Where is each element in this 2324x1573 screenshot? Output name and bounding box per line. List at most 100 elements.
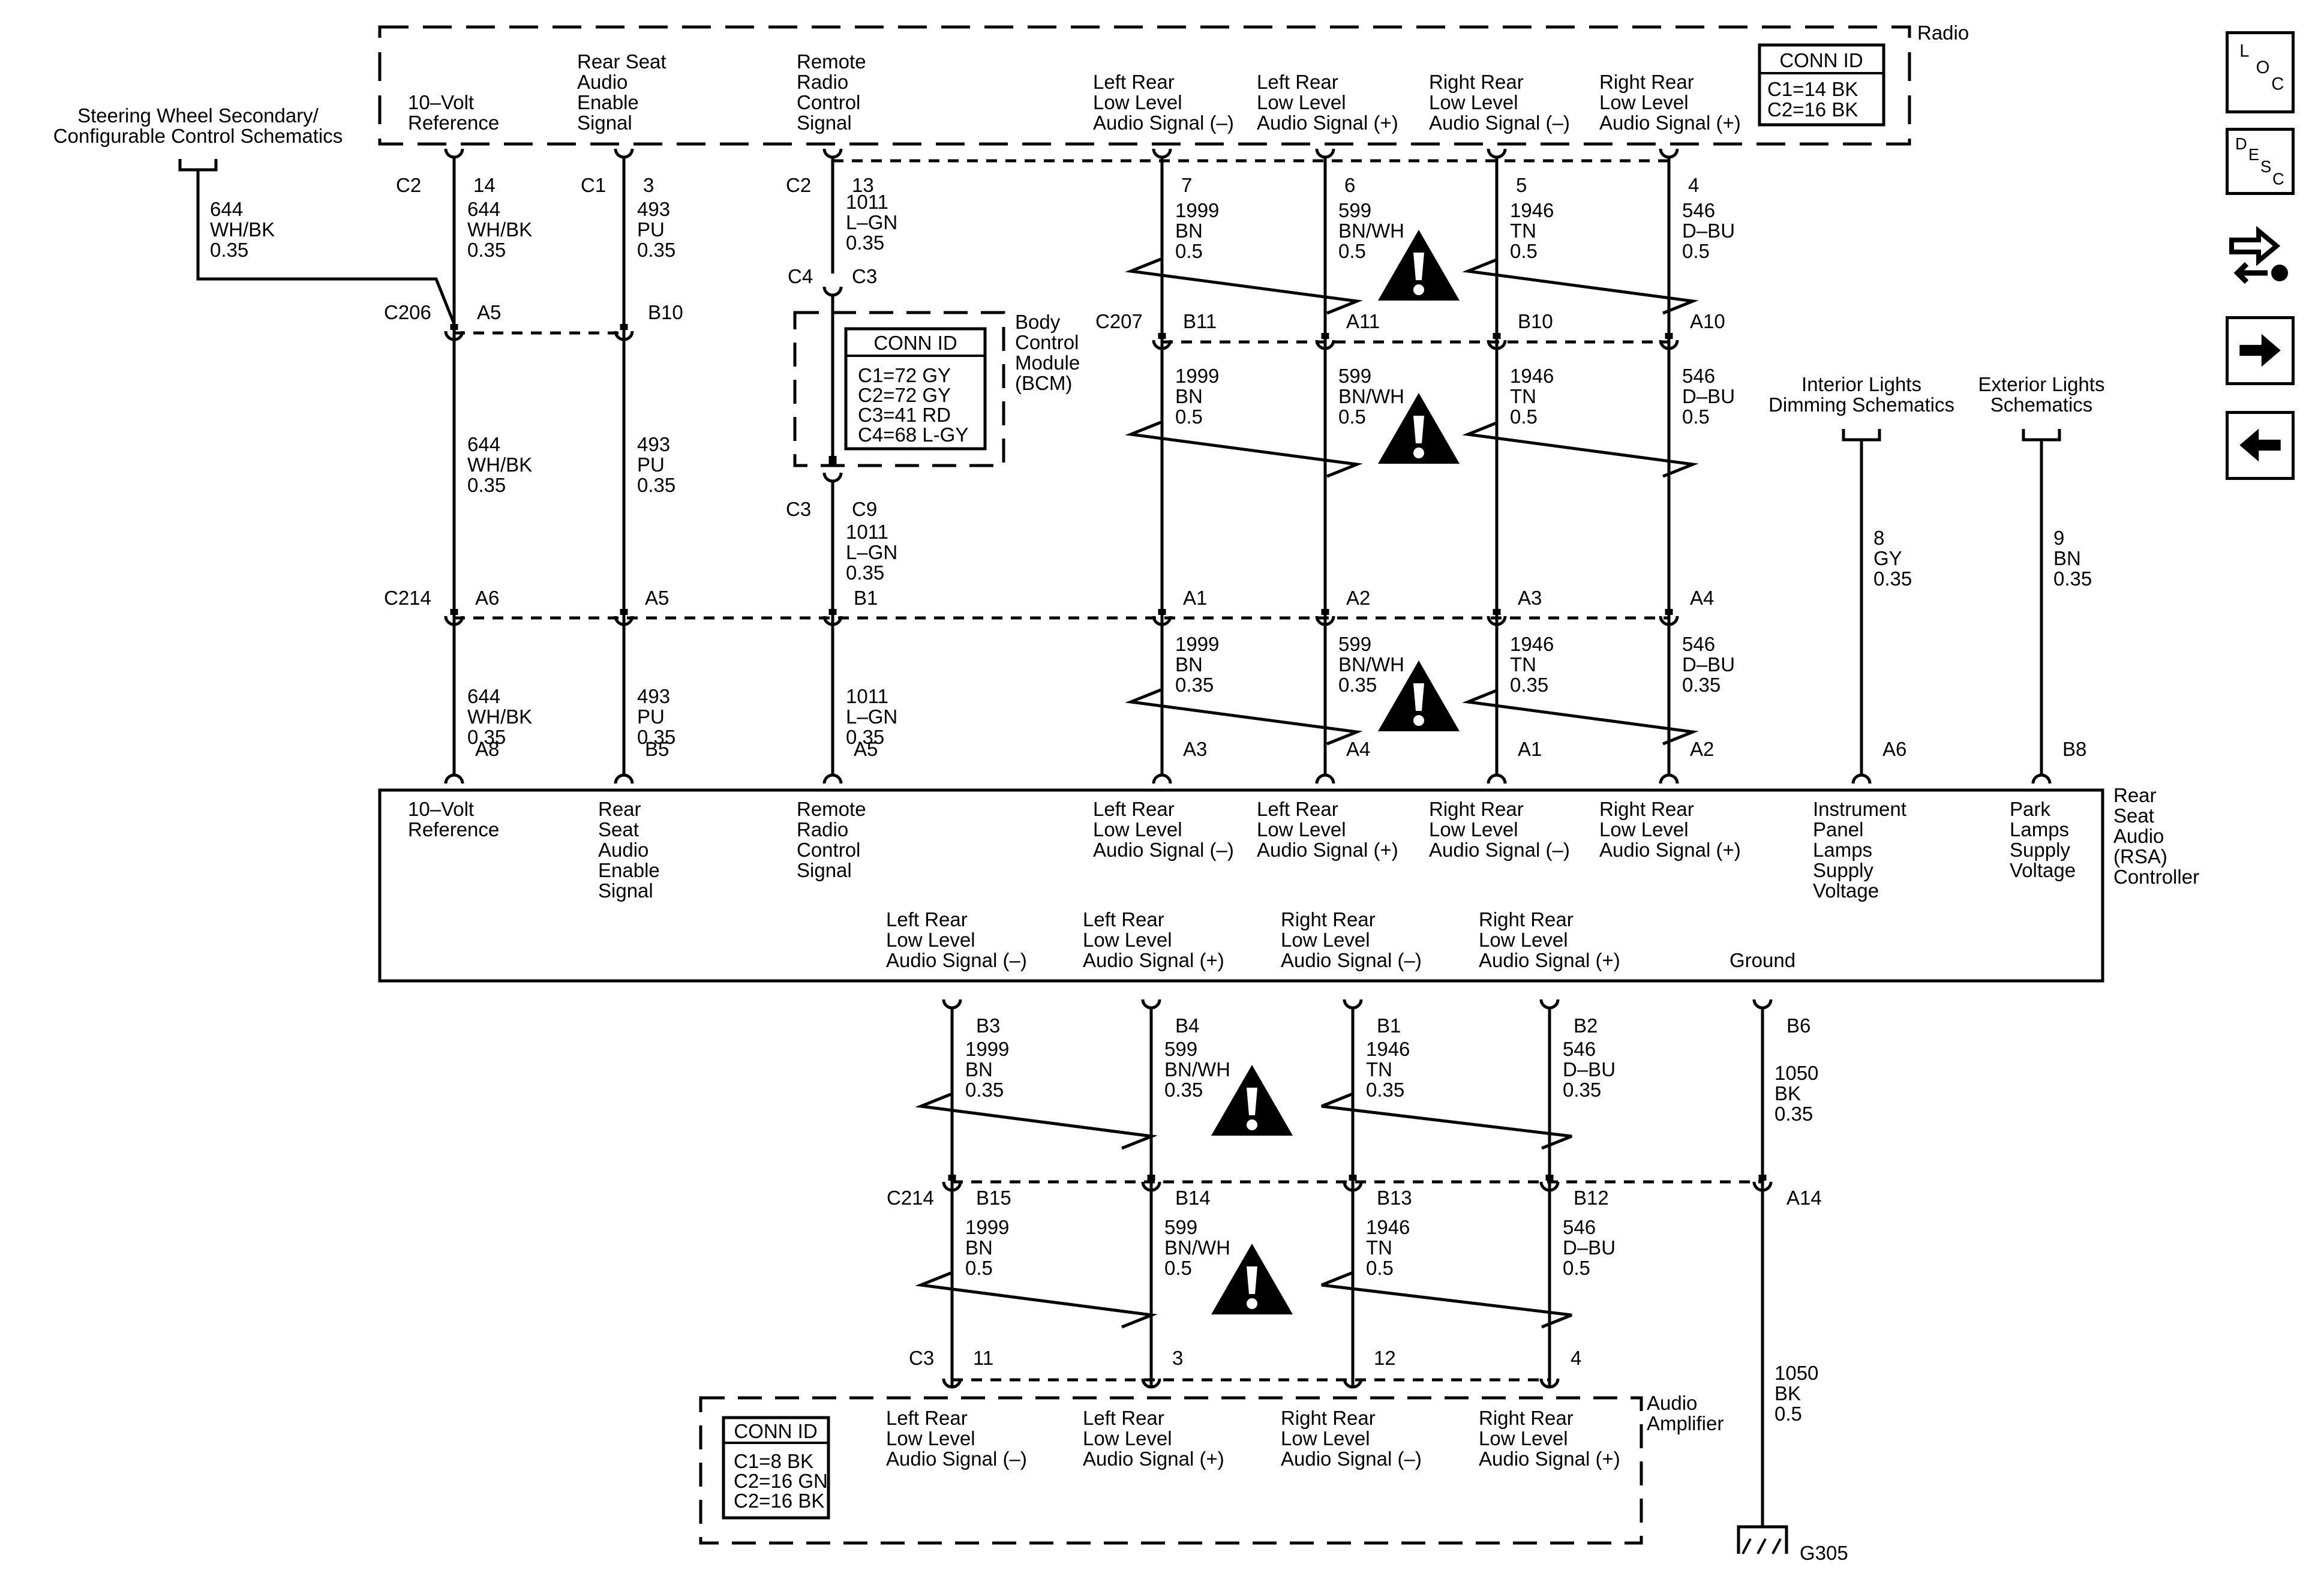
wire-label: 0.5 (1510, 406, 1538, 428)
twisted-pair-marker (1125, 688, 1363, 746)
wire-label: 644 (467, 198, 500, 220)
rsa-pin-label: Lamps (2010, 818, 2069, 840)
radio-pin-label: Low Level (1429, 91, 1518, 113)
exterior-lights-schematics-link: Schematics (1990, 394, 2093, 416)
bcm-connector-id: C9 (852, 498, 877, 520)
wire-label: TN (1366, 1058, 1392, 1080)
c214-pin-number: A3 (1518, 587, 1542, 609)
rsa-connector-pin (1315, 773, 1335, 784)
wire-label: 0.35 (637, 726, 675, 748)
caution-triangle-icon (1413, 448, 1424, 458)
desc-letter: S (2260, 157, 2271, 176)
c214-pin-number: B15 (976, 1187, 1011, 1209)
radio-pin-number: 4 (1688, 174, 1699, 196)
wire-label: 1946 (1510, 633, 1554, 655)
rsa-pin-label: Signal (797, 859, 852, 881)
radio-pin-label: 10–Volt (408, 91, 474, 113)
wire-label: 0.35 (2053, 568, 2092, 590)
twisted-pair-marker (1125, 257, 1363, 315)
bcm-conn-id-entry: C1=72 GY (858, 364, 951, 386)
rsa-connector-pin (614, 773, 634, 784)
rsa-pin-number: A4 (1346, 738, 1370, 760)
amp-pin-label: Low Level (1281, 1427, 1370, 1449)
c214-pin-number: B14 (1175, 1187, 1211, 1209)
rsa-pin-label: Audio Signal (+) (1083, 949, 1224, 971)
c214-inline-connector (1343, 1181, 1363, 1192)
c214-inline-connector (1141, 1181, 1161, 1192)
rsa-controller-name: Audio (2113, 825, 2164, 847)
c214-pin-number: A6 (475, 587, 499, 609)
wire-label: BN (1175, 385, 1203, 407)
wire-label: WH/BK (467, 706, 532, 728)
c214-inline-connector (1752, 1181, 1773, 1192)
ground-symbol (1742, 1538, 1752, 1554)
amp-pin-label: Right Rear (1479, 1407, 1574, 1429)
previous-page-arrow-icon[interactable] (2226, 411, 2295, 480)
rsa-connector-pin (822, 773, 843, 784)
radio-pin-label: Audio (577, 71, 627, 93)
radio-pin-label: Audio Signal (–) (1429, 112, 1570, 134)
rsa-pin-label: Voltage (1813, 879, 1879, 902)
radio-connector-pin (1152, 148, 1172, 159)
bcm-connector-id: C4 (788, 265, 813, 287)
audio-amplifier-box (699, 1396, 1643, 1545)
audio-amplifier-name: Amplifier (1647, 1412, 1724, 1434)
wire-label: BN/WH (1338, 220, 1404, 242)
wire-label: 0.35 (1175, 674, 1214, 696)
rsa-pin-label: Left Rear (886, 908, 968, 930)
radio-pin-number: 5 (1516, 174, 1527, 196)
c214-connector-id: C214 (384, 587, 431, 609)
wire-label: BK (1774, 1382, 1801, 1404)
wire-label: 0.35 (1338, 674, 1377, 696)
wire-label: 1011 (846, 685, 888, 707)
wire-label: 0.35 (846, 562, 884, 584)
bcm-connector-id: C3 (786, 498, 811, 520)
wire-label: 599 (1338, 633, 1371, 655)
audio-amplifier-name: Audio (1647, 1392, 1697, 1414)
wire-label: 546 (1563, 1038, 1596, 1060)
rsa-controller-name: Seat (2113, 804, 2154, 827)
radio-connector-id: C2 (396, 174, 421, 196)
amp-conn-id-entry: C1=8 BK (734, 1450, 813, 1472)
wire-label: D–BU (1563, 1236, 1616, 1259)
wire-label: 0.35 (637, 239, 675, 261)
radio-connector-pin (822, 148, 843, 159)
c206-pin-number: B10 (648, 301, 683, 323)
rsa-connector-pin (942, 999, 962, 1010)
loc-letter: L (2239, 41, 2249, 61)
next-page-arrow-icon[interactable] (2226, 316, 2295, 385)
amp-conn-id-entry: C2=16 BK (734, 1490, 824, 1512)
radio-module-name: Radio (1917, 22, 1969, 44)
c214-inline-connector (1315, 616, 1335, 626)
amp-pin-label: Audio Signal (–) (886, 1448, 1027, 1470)
wire-label: 0.5 (1338, 406, 1366, 428)
radio-conn-id-title: CONN ID (1779, 49, 1863, 71)
service-procedure-icon[interactable] (2226, 213, 2295, 291)
caution-triangle-icon (1247, 1266, 1257, 1294)
amp-connector-pin (1343, 1378, 1363, 1389)
wire-label: 546 (1682, 199, 1715, 221)
rsa-pin-label: Low Level (1479, 929, 1568, 951)
ground-label: G305 (1800, 1542, 1848, 1564)
wire-label: 599 (1338, 199, 1371, 221)
rsa-pin-label: Audio Signal (+) (1599, 839, 1741, 861)
c206-connector-id: C206 (384, 301, 431, 323)
c214-pin-number: B1 (854, 587, 878, 609)
wire-label: 1050 (1774, 1062, 1818, 1084)
desc-letter: D (2235, 134, 2247, 153)
wire-label: D–BU (1682, 653, 1735, 676)
wire-label: BN (1175, 653, 1203, 676)
wire-label: 493 (637, 198, 670, 220)
ref-bracket (178, 159, 218, 172)
bcm-c3-pin (822, 286, 843, 297)
rsa-pin-number: B8 (2062, 738, 2086, 760)
wire-label: WH/BK (467, 454, 532, 476)
wire-label: BK (1774, 1082, 1801, 1104)
amp-pin-label: Audio Signal (+) (1083, 1448, 1224, 1470)
radio-pin-label: Low Level (1257, 91, 1346, 113)
rsa-connector-pin (444, 773, 464, 784)
wire-label: PU (637, 454, 665, 476)
radio-pin-number: 13 (852, 174, 874, 196)
